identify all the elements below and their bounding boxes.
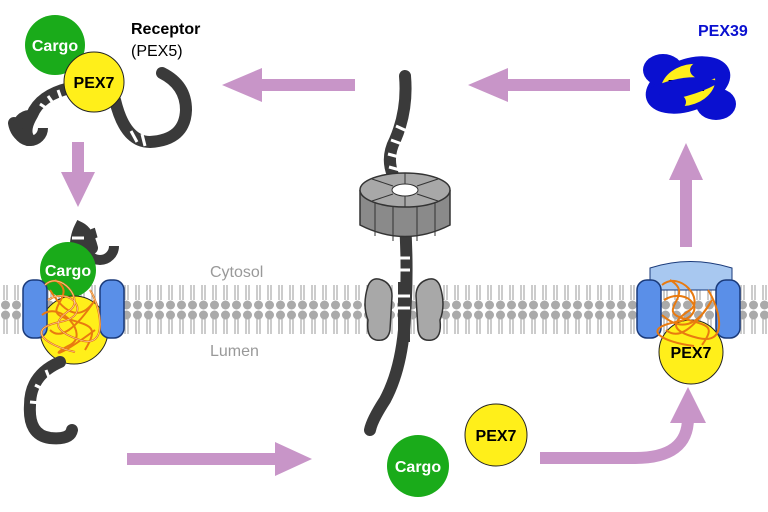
arrow-right-up <box>680 175 692 247</box>
released-pex7-label: PEX7 <box>476 428 517 445</box>
docked-complex: Cargo <box>22 219 125 445</box>
released-cargo <box>387 435 449 497</box>
arrow-top-middle <box>255 79 355 91</box>
pex39-pex7-complex: PEX7 <box>643 54 736 120</box>
arrow-bottom-head <box>275 442 312 476</box>
arrow-right-up-head <box>669 143 703 180</box>
ring-complex <box>359 172 451 241</box>
docked-cargo-label: Cargo <box>45 263 91 280</box>
arrow-top-right <box>500 79 630 91</box>
docked-channel-left <box>22 279 48 339</box>
arrows <box>61 68 703 476</box>
pex7-extraction-complex: PEX7 <box>636 261 741 385</box>
arrow-curved-up-head <box>670 387 706 423</box>
receptor-complex-free: Cargo PEX7 <box>8 15 193 149</box>
pex39-label: PEX39 <box>698 23 748 40</box>
released-cargo-label: Cargo <box>395 459 441 476</box>
translocating-receptor <box>359 70 451 436</box>
docked-channel-right <box>99 279 125 339</box>
lumen-label: Lumen <box>210 343 259 360</box>
cytosol-label: Cytosol <box>210 264 263 281</box>
channel-left <box>636 279 662 339</box>
arrow-top-right-head <box>468 68 508 102</box>
arrow-top-middle-head <box>222 68 262 102</box>
pore-right <box>415 278 444 342</box>
arrow-left-down <box>72 142 84 178</box>
cargo-label: Cargo <box>32 38 78 55</box>
pex7-molecule <box>63 51 125 113</box>
receptor-sub-label: (PEX5) <box>131 43 183 60</box>
arrow-curved-up <box>540 417 694 464</box>
arrow-bottom <box>127 453 297 465</box>
pex7-label: PEX7 <box>74 75 115 92</box>
receptor-label: Receptor <box>131 21 200 38</box>
membrane-pex7-label: PEX7 <box>671 345 712 362</box>
cargo-molecule <box>25 15 85 75</box>
arrow-left-down-head <box>61 172 95 207</box>
released-pex7 <box>464 403 528 467</box>
pore-left <box>364 278 393 342</box>
